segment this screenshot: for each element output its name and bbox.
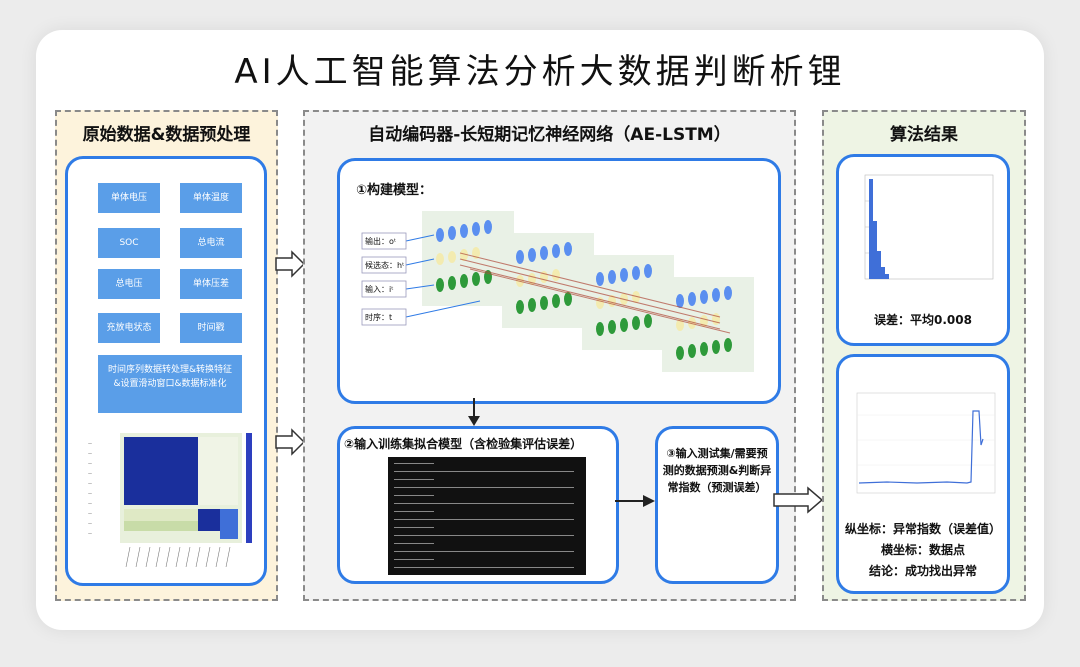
result-y-axis: 纵坐标：异常指数（误差值） — [844, 522, 1001, 536]
preprocess-step-1: 时间序列数据转处理&转换特征 — [107, 365, 233, 375]
svg-text:—: — — [88, 471, 92, 476]
model-input-output: 输出：oᵗ — [365, 236, 396, 246]
svg-text:—: — — [88, 461, 92, 466]
train-label: ②输入训练集拟合模型（含检验集评估误差） — [344, 437, 583, 451]
model-input-input: 输入：iᵗ — [365, 284, 394, 294]
correlation-heatmap: — — — — — — — — — — — [88, 433, 252, 568]
feature-charge-state: 充放电状态 — [98, 313, 160, 343]
feature-cell-voltage: 单体电压 — [98, 183, 160, 213]
anomaly-index-plot — [856, 392, 996, 494]
svg-text:—: — — [88, 451, 92, 456]
feature-cell-temp: 单体温度 — [180, 183, 242, 213]
arrow-right-small-icon — [615, 495, 655, 507]
arrow-right-icon — [275, 250, 306, 278]
result-histogram-box: 误差：平均0.008 — [836, 154, 1010, 346]
test-label: ③输入测试集/需要预测的数据预测&判断异常指数（预测误差） — [662, 447, 772, 494]
svg-text:—: — — [88, 491, 92, 496]
lstm-unit-1 — [422, 211, 514, 306]
model-box: ①构建模型： — [337, 158, 781, 404]
feature-total-current: 总电流 — [180, 228, 242, 258]
panel-results-title: 算法结果 — [890, 125, 958, 145]
svg-text:—: — — [88, 441, 92, 446]
svg-text:—: — — [88, 531, 92, 536]
page-title: AI人工智能算法分析大数据判断析锂 — [234, 52, 846, 92]
model-input-time: 时序：t — [365, 312, 392, 322]
svg-text:—: — — [88, 521, 92, 526]
svg-text:—: — — [88, 501, 92, 506]
arrow-right-icon — [773, 486, 824, 514]
panel-ae-lstm: 自动编码器-长短期记忆神经网络（AE-LSTM） ①构建模型： — [303, 110, 796, 601]
preprocess-steps: 时间序列数据转处理&转换特征 &设置滑动窗口&数据标准化 — [98, 355, 242, 413]
feature-total-voltage: 总电压 — [98, 269, 160, 299]
model-label: ①构建模型： — [356, 183, 433, 198]
training-log-terminal — [388, 457, 586, 575]
model-input-candidate: 候选态：hᵗ — [365, 260, 404, 270]
preprocess-step-2: &设置滑动窗口&数据标准化 — [113, 379, 227, 389]
panel-preprocessing: 原始数据&数据预处理 单体电压 单体温度 SOC 总电流 总电压 单体压差 充放… — [55, 110, 278, 601]
test-box: ③输入测试集/需要预测的数据预测&判断异常指数（预测误差） — [655, 426, 779, 584]
arrow-down-icon — [468, 398, 480, 426]
train-box: ②输入训练集拟合模型（含检验集评估误差） — [337, 426, 619, 584]
feature-cell-diff: 单体压差 — [180, 269, 242, 299]
feature-soc: SOC — [98, 228, 160, 258]
panel-preprocessing-title: 原始数据&数据预处理 — [82, 125, 251, 145]
panel-results: 算法结果 误差：平均0.008 纵坐标：异常指数（误差值） 横坐标：数据点 结论… — [822, 110, 1026, 601]
feature-timestamp: 时间戳 — [180, 313, 242, 343]
arrow-right-icon — [275, 428, 306, 456]
result-x-axis: 横坐标：数据点 — [880, 543, 965, 557]
svg-text:—: — — [88, 481, 92, 486]
result-error-average: 误差：平均0.008 — [874, 313, 972, 327]
result-conclusions: 纵坐标：异常指数（误差值） 横坐标：数据点 结论：成功找出异常 — [833, 519, 1013, 582]
result-conclusion: 结论：成功找出异常 — [868, 564, 977, 578]
svg-text:—: — — [88, 511, 92, 516]
panel-ae-lstm-title: 自动编码器-长短期记忆神经网络（AE-LSTM） — [368, 125, 731, 145]
result-anomaly-box: 纵坐标：异常指数（误差值） 横坐标：数据点 结论：成功找出异常 — [836, 354, 1010, 594]
error-histogram — [864, 174, 994, 280]
lstm-network-diagram: 输出：oᵗ 候选态：hᵗ 输入：iᵗ 时序：t — [360, 203, 760, 378]
preprocessing-box: 单体电压 单体温度 SOC 总电流 总电压 单体压差 充放电状态 时间戳 时间序… — [65, 156, 267, 586]
